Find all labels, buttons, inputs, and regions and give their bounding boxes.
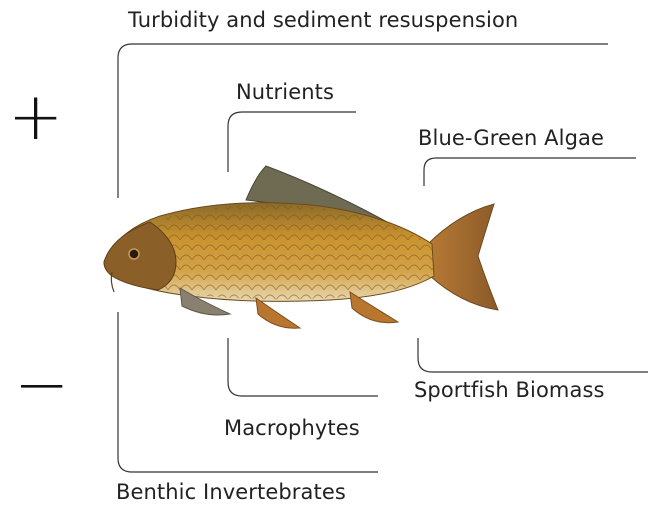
label-nutrients: Nutrients [236, 80, 334, 104]
pelvic-fin [256, 298, 300, 328]
fish-eye [129, 249, 139, 259]
plus-sign: + [8, 84, 63, 150]
label-sportfish-biomass: Sportfish Biomass [414, 378, 605, 402]
label-blue-green-algae: Blue-Green Algae [418, 126, 604, 150]
nutrients-bracket [228, 112, 356, 172]
benthic-bracket [118, 312, 378, 472]
carp-illustration [104, 166, 498, 328]
turbidity-bracket [118, 44, 608, 198]
anal-fin [350, 292, 398, 323]
label-benthic-invertebrates: Benthic Invertebrates [116, 480, 346, 504]
minus-sign: − [14, 352, 69, 418]
macrophytes-bracket [228, 338, 378, 396]
tail-fin [428, 204, 498, 310]
sportfish-bracket [418, 338, 648, 372]
label-macrophytes: Macrophytes [224, 416, 360, 440]
algae-bracket [424, 158, 636, 186]
label-turbidity: Turbidity and sediment resuspension [128, 8, 518, 32]
